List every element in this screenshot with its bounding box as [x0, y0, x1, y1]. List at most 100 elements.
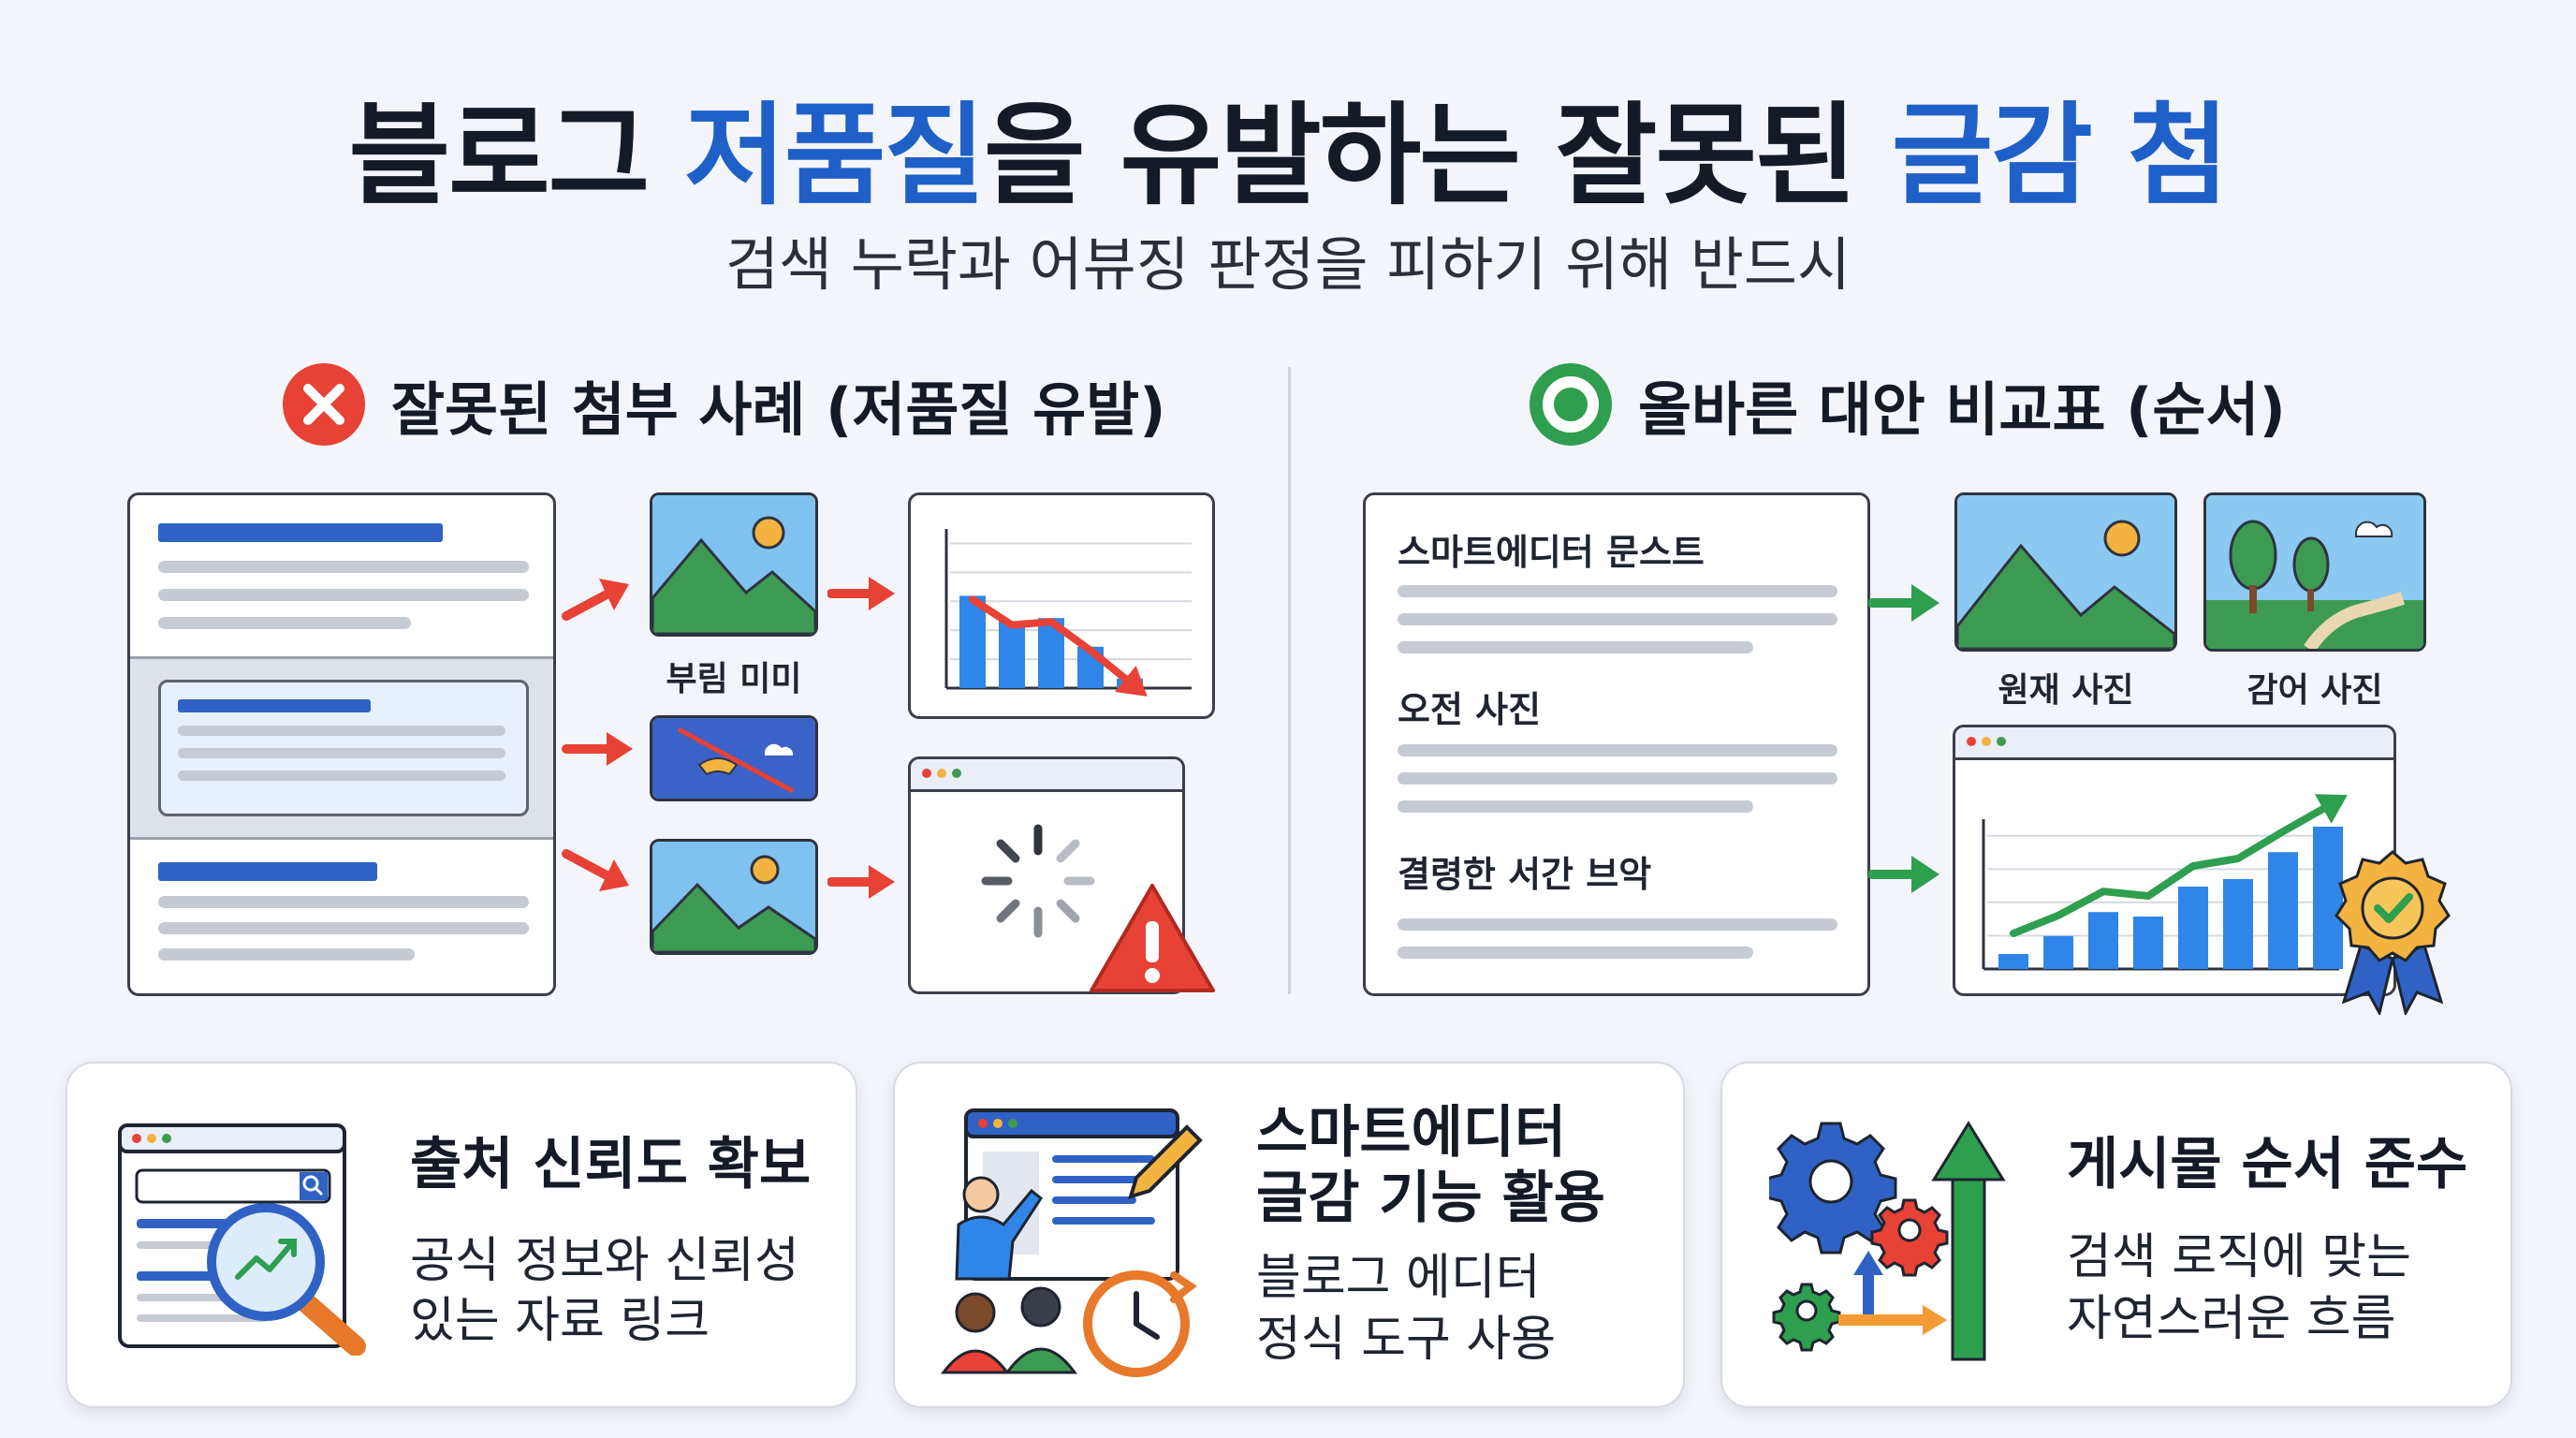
- chart-bar: [2088, 912, 2118, 969]
- declining-chart-card: [908, 492, 1215, 719]
- embedded-card: [158, 680, 529, 816]
- embedded-heading-bar: [178, 699, 371, 712]
- window-dot-green: [952, 769, 961, 778]
- doc-label: 스마트에디터 문스트: [1398, 532, 1705, 573]
- title-highlight-1: 저품질: [684, 91, 986, 220]
- doc-text-line: [1398, 800, 1753, 813]
- feature-card-order: 게시물 순서 준수 검색 로직에 맞는 자연스러운 흐름: [1720, 1062, 2512, 1408]
- feature-card-source: 출처 신뢰도 확보 공식 정보와 신뢰성 있는 자료 링크: [66, 1062, 857, 1408]
- card-title: 스마트에디터: [1256, 1100, 1567, 1166]
- doc-text-line: [158, 589, 529, 601]
- editor-presenter-icon: [941, 1108, 1203, 1377]
- doc-text-line: [1398, 613, 1837, 625]
- page-subtitle: 검색 누락과 어뷰징 판정을 피하기 위해 반드시: [724, 230, 1851, 299]
- doc-text-line: [158, 922, 529, 934]
- window-titlebar: [1955, 727, 2393, 760]
- section-divider: [1288, 367, 1291, 994]
- chart-bar: [2043, 935, 2073, 969]
- window-dot-red: [922, 769, 931, 778]
- chart-bar: [959, 595, 986, 688]
- loading-spinner-icon: [981, 824, 1095, 938]
- growth-chart-window: [1953, 725, 2396, 996]
- page-title: 블로그 저품질을 유발하는 잘못된 글감 첨: [0, 66, 2576, 226]
- landscape-image-icon: [650, 839, 818, 955]
- red-arrow-icon: [562, 849, 629, 891]
- card-title-line2: 글감 기능 활용: [1256, 1166, 1605, 1231]
- chart-trend-line: [969, 595, 1134, 686]
- green-arrow-icon: [1868, 856, 1939, 893]
- doc-heading-bar: [158, 862, 377, 881]
- red-x-icon: [283, 363, 365, 446]
- embedded-text-line: [178, 726, 505, 736]
- forest-photo-icon: [2203, 492, 2426, 652]
- green-arrow-icon: [1868, 584, 1939, 622]
- warning-triangle-icon: [1090, 884, 1215, 992]
- red-arrow-icon: [827, 577, 895, 610]
- chart-bar: [2223, 879, 2253, 969]
- doc-text-line: [158, 617, 411, 629]
- highlighted-block: [130, 656, 553, 840]
- declining-bar-chart: [944, 529, 1192, 697]
- doc-text-line: [1398, 946, 1753, 959]
- chart-bar: [2178, 887, 2208, 969]
- embedded-text-line: [178, 748, 505, 758]
- left-section-title: 잘못된 첨부 사례 (저품질 유발): [391, 375, 1166, 444]
- loading-window: [908, 756, 1185, 994]
- chart-trend-arrowhead: [2314, 794, 2348, 824]
- growth-bar-chart: [1982, 794, 2348, 971]
- correct-doc-card: 스마트에디터 문스트 오전 사진 결령한 서간 브악: [1363, 492, 1870, 996]
- title-part3: 을 유발하는 잘못된: [983, 91, 1892, 220]
- right-section-title: 올바른 대안 비교표 (순서): [1638, 375, 2286, 444]
- gears-arrow-icon: [1769, 1121, 2006, 1361]
- doc-text-line: [158, 896, 529, 908]
- mountain-photo-icon: [1954, 492, 2177, 652]
- chart-trend-arrowhead: [1115, 666, 1148, 697]
- title-highlight-2: 글감 첨: [1891, 91, 2230, 220]
- chart-trend-line: [2010, 802, 2332, 937]
- card-title: 출처 신뢰도 확보: [410, 1132, 812, 1197]
- green-circle-icon: [1530, 363, 1612, 446]
- landscape-image-icon: [650, 492, 818, 637]
- chart-bar: [2133, 917, 2163, 969]
- window-dot-yellow: [1982, 737, 1991, 746]
- card-title: 게시물 순서 준수: [2067, 1132, 2468, 1197]
- doc-text-line: [1398, 772, 1837, 785]
- right-section-heading: 올바른 대안 비교표 (순서): [1528, 360, 2286, 449]
- card-desc-line: 자연스러운 흐름: [2067, 1291, 2396, 1347]
- doc-heading-bar: [158, 523, 443, 542]
- feature-card-editor: 스마트에디터 글감 기능 활용 블로그 에디터 정식 도구 사용: [893, 1062, 1685, 1408]
- wrong-doc-card: [127, 492, 556, 996]
- magnifier-browser-icon: [118, 1123, 366, 1356]
- title-part1: 블로그: [348, 91, 685, 220]
- award-badge-icon: [2334, 850, 2451, 1015]
- chart-bar: [1998, 954, 2028, 969]
- red-arrow-icon: [562, 732, 633, 766]
- card-desc-line: 블로그 에디터: [1256, 1250, 1541, 1306]
- card-desc-line: 검색 로직에 맞는: [2067, 1229, 2411, 1285]
- doc-text-line: [158, 561, 529, 573]
- embedded-text-line: [178, 770, 505, 781]
- left-section-heading: 잘못된 첨부 사례 (저품질 유발): [281, 360, 1166, 449]
- doc-text-line: [1398, 641, 1753, 653]
- doc-text-line: [158, 948, 415, 961]
- doc-text-line: [1398, 918, 1837, 931]
- doc-label: 오전 사진: [1398, 689, 1542, 730]
- red-arrow-icon: [827, 865, 895, 899]
- doc-label: 결령한 서간 브악: [1398, 854, 1652, 895]
- broken-image-icon: [650, 715, 818, 801]
- red-arrow-icon: [562, 579, 629, 621]
- chart-bar: [2313, 827, 2343, 969]
- image-caption: 부림 미미: [666, 660, 802, 698]
- window-dot-green: [1997, 737, 2006, 746]
- card-desc-line: 정식 도구 사용: [1256, 1312, 1557, 1368]
- chart-bar: [2268, 852, 2298, 969]
- doc-text-line: [1398, 585, 1837, 597]
- card-desc-line: 공식 정보와 신뢰성: [410, 1233, 799, 1289]
- card-desc-line: 있는 자료 링크: [410, 1293, 710, 1349]
- chart-bar: [999, 621, 1025, 688]
- image-caption: 원재 사진: [1998, 671, 2134, 710]
- window-dot-red: [1967, 737, 1976, 746]
- doc-text-line: [1398, 744, 1837, 756]
- window-dot-yellow: [937, 769, 946, 778]
- image-caption: 감어 사진: [2247, 671, 2383, 710]
